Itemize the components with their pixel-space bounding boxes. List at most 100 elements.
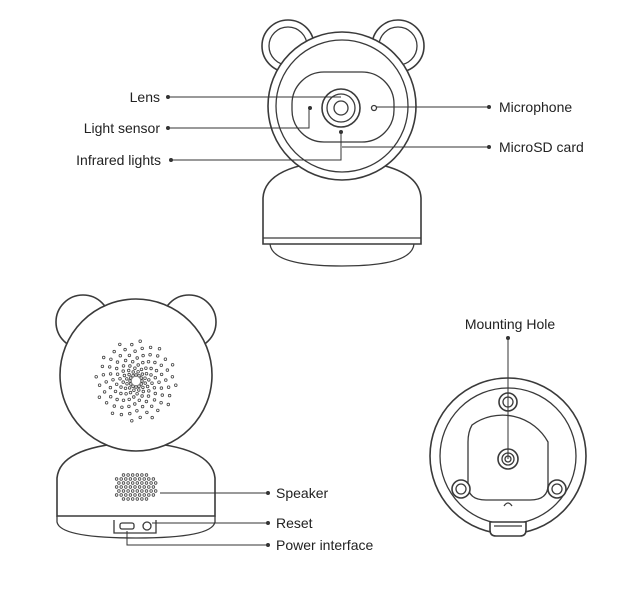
front-view-camera (261, 19, 425, 267)
grille-hole (166, 402, 170, 407)
speaker-hole (140, 489, 144, 493)
speaker-hole (133, 493, 137, 497)
speaker-hole (153, 481, 158, 485)
grille-hole (128, 364, 132, 368)
speaker-hole (147, 485, 151, 489)
grille-hole (135, 409, 139, 413)
grille-hole (119, 385, 123, 389)
grille-hole (128, 379, 132, 383)
label-reset: Reset (276, 515, 313, 531)
grille-hole (143, 381, 147, 385)
grille-hole (135, 392, 139, 396)
grille-hole (123, 358, 128, 363)
grille-hole (139, 376, 143, 380)
back-reset-button (142, 521, 152, 531)
grille-hole (120, 405, 124, 409)
grille-hole (136, 363, 140, 367)
grille-hole (101, 373, 106, 377)
grille-hole (149, 404, 154, 408)
front-view-leaders (166, 95, 491, 162)
grille-hole (127, 386, 132, 390)
label-mounting-hole: Mounting Hole (465, 316, 555, 332)
grille-hole (133, 402, 137, 406)
grille-hole (152, 398, 157, 402)
grille-hole (94, 375, 98, 379)
grille-hole (125, 382, 129, 386)
grille-hole (147, 389, 151, 393)
speaker-hole (151, 493, 156, 497)
speaker-hole (142, 485, 146, 489)
speaker-hole (151, 485, 156, 489)
grille-hole (123, 347, 127, 352)
grille-hole (159, 363, 163, 367)
grille-hole (160, 393, 164, 397)
speaker-hole (135, 497, 139, 501)
speaker-hole (144, 489, 149, 493)
grille-hole (149, 366, 153, 371)
grille-hole (107, 365, 112, 369)
grille-hole (137, 374, 141, 378)
grille-hole (170, 363, 175, 367)
speaker-hole (126, 481, 130, 485)
grille-hole (122, 373, 127, 378)
grille-hole (159, 401, 163, 405)
speaker-hole (140, 473, 144, 477)
grille-hole (131, 370, 135, 374)
grille-hole (108, 372, 113, 376)
grille-hole (140, 404, 145, 409)
bottom-screw-hole-right (547, 479, 567, 499)
grille-hole (139, 367, 144, 372)
grille-hole (114, 366, 119, 371)
grille-hole (134, 385, 138, 389)
label-infrared-lights: Infrared lights (76, 152, 161, 168)
speaker-hole (144, 481, 149, 485)
speaker-hole (119, 477, 123, 481)
back-head (59, 298, 213, 452)
grille-hole (118, 354, 122, 358)
grille-hole (126, 368, 131, 373)
grille-hole (145, 384, 150, 389)
speaker-hole (144, 473, 149, 477)
label-speaker: Speaker (276, 485, 328, 501)
grille-hole (135, 356, 139, 360)
speaker-hole (126, 497, 130, 501)
speaker-hole (130, 497, 135, 501)
back-power-port (119, 522, 135, 530)
grille-hole (112, 349, 116, 354)
speaker-hole (119, 493, 123, 497)
grille-hole (139, 382, 143, 386)
grille-hole (153, 376, 157, 380)
speaker-hole (117, 481, 121, 485)
label-microphone: Microphone (499, 99, 572, 115)
grille-hole (170, 375, 175, 379)
grille-hole (150, 381, 154, 385)
grille-hole (148, 353, 152, 357)
grille-hole (137, 384, 141, 388)
speaker-hole (147, 493, 151, 497)
front-lens (321, 88, 361, 128)
grille-hole (101, 355, 106, 360)
grille-hole (125, 377, 129, 381)
speaker-hole (135, 489, 139, 493)
bottom-view-leaders (506, 336, 510, 459)
grille-hole (130, 342, 134, 347)
grille-hole (146, 360, 151, 364)
grille-hole (129, 382, 133, 386)
grille-hole (153, 391, 157, 396)
grille-hole (144, 372, 149, 376)
grille-hole (157, 347, 162, 351)
grille-hole (121, 364, 126, 368)
grille-hole (164, 378, 168, 382)
grille-hole (102, 390, 107, 394)
grille-hole (115, 372, 120, 376)
grille-hole (132, 395, 136, 399)
grille-hole (104, 380, 108, 384)
grille-hole (111, 378, 115, 382)
grille-hole (144, 399, 149, 404)
grille-hole (108, 385, 113, 390)
grille-hole (128, 411, 132, 416)
grille-hole (174, 383, 178, 387)
grille-hole (108, 395, 113, 399)
speaker-hole (137, 477, 142, 481)
